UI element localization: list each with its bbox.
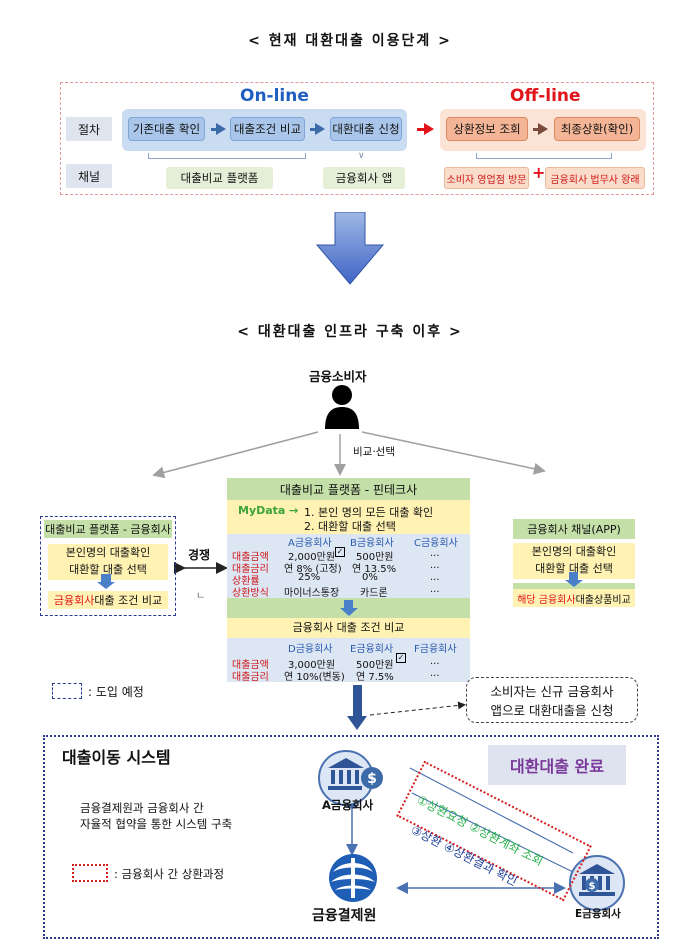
arrow-down-icon <box>347 716 367 730</box>
channel-bank-app: 금융회사 앱 <box>323 167 405 189</box>
label-amount: 대출금액 <box>232 660 269 671</box>
cell: ... <box>430 668 440 679</box>
label-repay-ratio: 상환률 <box>232 576 260 587</box>
step-final-repay: 최종상환(확인) <box>554 117 640 141</box>
right-box-title: 금융회사 채널(APP) <box>513 519 635 539</box>
channel-law-visit: 금융회사 법무사 왕래 <box>545 167 645 189</box>
plus-icon: + <box>532 163 546 182</box>
cursor-icon: ㄴ <box>196 591 206 602</box>
big-down-arrow-icon <box>315 212 385 285</box>
chevron-down-icon: ∨ <box>358 151 365 161</box>
bank-icon: $ <box>569 855 625 911</box>
fintech-platform-title: 대출비교 플랫폼 - 핀테크사 <box>227 478 470 500</box>
cell: 카드론 <box>360 588 388 599</box>
label-repay-method: 상환방식 <box>232 588 269 599</box>
col-head-b: B금융회사 <box>350 538 394 549</box>
mydata-label: MyData → <box>238 504 299 517</box>
svg-text:$: $ <box>367 771 377 787</box>
current-process-frame <box>60 82 654 195</box>
arrow-right-icon <box>538 123 548 135</box>
complete-badge: 대환대출 완료 <box>488 745 626 785</box>
after-stage-title: < 대환대출 인프라 구축 이후 > <box>237 324 463 340</box>
col-head-a: A금융회사 <box>288 538 332 549</box>
arrow-right-red-icon <box>424 123 434 135</box>
system-title: 대출이동 시스템 <box>62 748 171 767</box>
left-box-title: 대출비교 플랫폼 - 금융회사 <box>44 520 172 538</box>
mydata-step1: 1. 본인 명의 모든 대출 확인 <box>304 506 434 519</box>
channel-branch-visit: 소비자 영업점 방문 <box>444 167 529 189</box>
procedure-row-label: 절차 <box>66 117 112 141</box>
label-amount: 대출금액 <box>232 552 269 563</box>
cell: 0% <box>362 572 378 583</box>
online-label: On-line <box>240 86 309 106</box>
cell: 500만원 <box>356 660 394 671</box>
arrow-right-icon <box>315 123 325 135</box>
compare-select-label: 비교·선택 <box>353 446 395 458</box>
checkbox-checked-icon: ✓ <box>396 653 406 663</box>
competition-label: 경쟁 <box>188 548 211 562</box>
label-rate: 대출금리 <box>232 564 269 575</box>
kftc-logo-icon <box>329 854 377 902</box>
cell: 3,000만원 <box>288 660 336 671</box>
bank-a-label: A금융회사 <box>322 798 374 812</box>
label-rate: 대출금리 <box>232 672 269 683</box>
col-head-f: F금융회사 <box>414 644 457 655</box>
cell: ... <box>430 572 440 583</box>
checkbox-checked-icon: ✓ <box>335 547 345 557</box>
left-box-bottom: 금융회사 대출 조건 비교 <box>48 591 168 609</box>
cell: 연 8% (고정) <box>284 564 342 575</box>
legend-repay-label: : 금융회사 간 상환과정 <box>114 867 225 881</box>
person-icon <box>325 385 359 429</box>
step-repay-info: 상환정보 조회 <box>446 117 528 141</box>
channel-row-label: 채널 <box>66 164 112 188</box>
offline-label: Off-line <box>510 86 581 106</box>
mydata-box <box>227 500 470 534</box>
consumer-label: 금융소비자 <box>309 369 367 384</box>
cell: 500만원 <box>356 552 394 563</box>
system-desc2: 자율적 협약을 통한 시스템 구축 <box>80 817 233 831</box>
cell: 연 13.5% <box>352 564 397 575</box>
legend-planned-swatch <box>52 683 82 699</box>
legend-repay-swatch <box>72 864 108 882</box>
arrow-right-icon <box>216 123 226 135</box>
mydata-step2: 2. 대환할 대출 선택 <box>304 520 396 533</box>
loan-transfer-system-frame <box>43 735 659 939</box>
cell: ... <box>430 548 440 559</box>
callout-new-app: 소비자는 신규 금융회사 앱으로 대환대출을 신청 <box>466 677 638 723</box>
cell: 마이너스통장 <box>284 588 340 599</box>
kftc-label: 금융결제원 <box>312 908 377 924</box>
cell: ... <box>430 560 440 571</box>
bank-e-label: E금융회사 <box>575 908 621 920</box>
bank-icon: $ <box>318 750 383 806</box>
col-head-c: C금융회사 <box>414 538 458 549</box>
step-apply-refinance: 대환대출 신청 <box>330 117 402 141</box>
cell: 25% <box>298 572 321 583</box>
compare-title: 금융회사 대출 조건 비교 <box>227 618 470 638</box>
cell: ... <box>430 584 440 595</box>
arrow-down-icon <box>97 582 115 589</box>
arrow-down-icon <box>340 608 358 616</box>
cell: 연 7.5% <box>356 672 394 683</box>
legend-planned-label: : 도입 예정 <box>88 685 144 699</box>
arrow-down-icon <box>565 580 583 587</box>
col-head-e: E금융회사 <box>350 644 394 655</box>
system-desc1: 금융결제원과 금융회사 간 <box>80 801 204 815</box>
current-stage-title: < 현재 대환대출 이용단계 > <box>248 33 452 49</box>
cell: 연 10%(변동) <box>284 672 345 683</box>
col-head-d: D금융회사 <box>288 644 333 655</box>
channel-compare-platform: 대출비교 플랫폼 <box>166 167 273 189</box>
cell: ... <box>430 656 440 667</box>
svg-text:$: $ <box>589 881 596 892</box>
left-platform-box <box>40 516 176 616</box>
step-compare-conditions: 대출조건 비교 <box>230 117 305 141</box>
step-check-loan: 기존대출 확인 <box>128 117 205 141</box>
cell: 2,000만원 <box>288 552 336 563</box>
